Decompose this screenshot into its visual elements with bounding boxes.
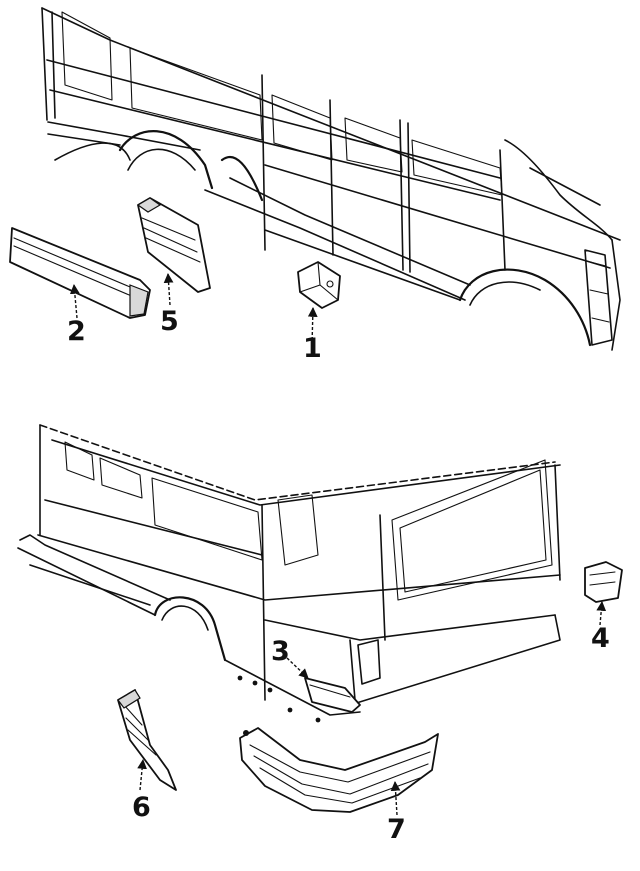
callout-7: 7	[387, 814, 406, 845]
part-4-pad	[584, 561, 623, 603]
callout-6: 6	[132, 792, 151, 823]
part-7-molding	[239, 727, 439, 813]
callout-4: 4	[591, 623, 610, 654]
van-side-body	[41, 7, 621, 351]
callout-1: 1	[303, 333, 322, 364]
part-5-molding	[136, 197, 211, 293]
callout-2: 2	[67, 316, 86, 347]
part-2-molding	[9, 227, 151, 319]
leaders-top	[69, 273, 318, 346]
part-6-molding	[117, 689, 177, 791]
leaders-bottom	[137, 601, 607, 816]
van-rear-body	[17, 424, 561, 723]
callout-3: 3	[271, 636, 290, 667]
part-1-clip	[297, 261, 341, 309]
part-3-molding	[304, 677, 361, 713]
callout-5: 5	[160, 306, 179, 337]
